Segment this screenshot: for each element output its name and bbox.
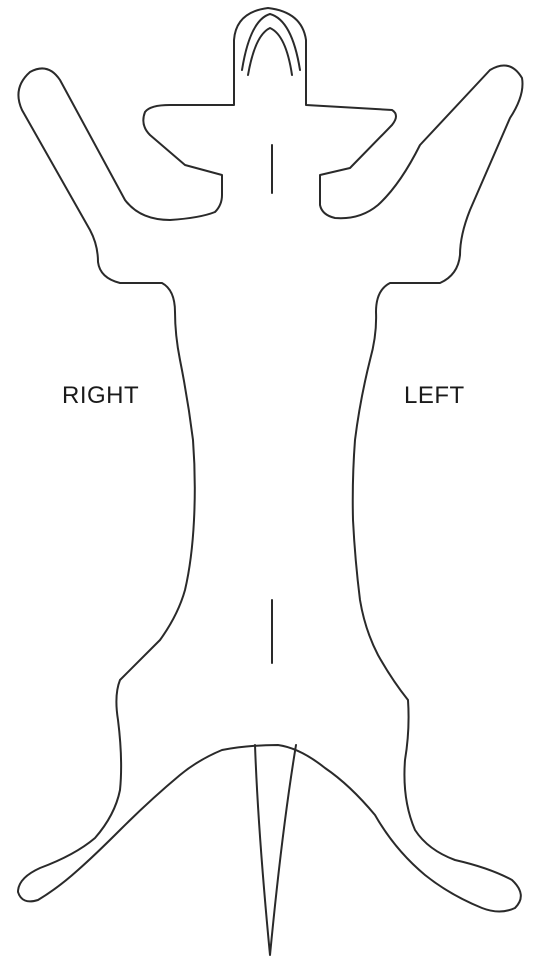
right-side-label: RIGHT — [62, 384, 139, 408]
left-side-label: LEFT — [404, 384, 465, 408]
tail — [255, 745, 296, 955]
body-silhouette — [18, 8, 523, 912]
snout-inner-outline-2 — [248, 28, 292, 75]
